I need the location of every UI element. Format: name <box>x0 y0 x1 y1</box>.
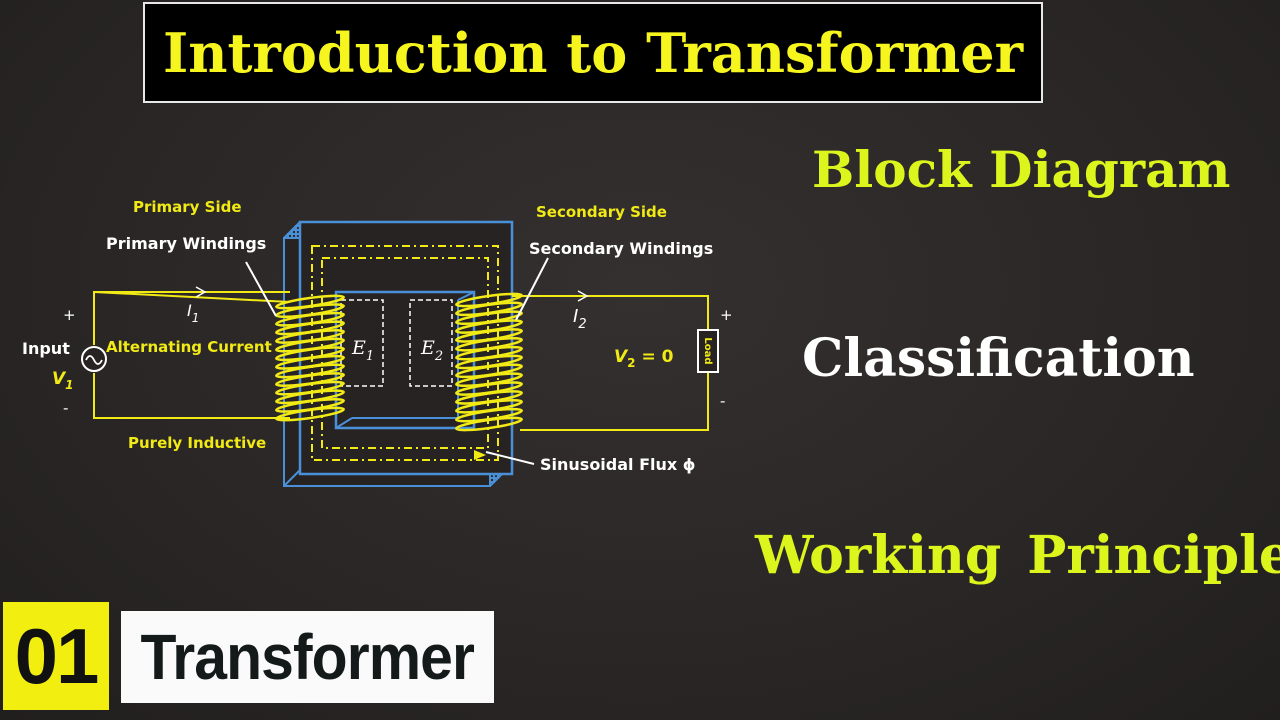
secondary-windings-pointer <box>515 257 549 321</box>
primary-minus-label: - <box>63 399 68 417</box>
topic-block-diagram: Block Diagram <box>812 140 1231 199</box>
sinusoidal-flux-label: Sinusoidal Flux ϕ <box>540 455 696 474</box>
e2-label: E2 <box>420 337 443 364</box>
e1-label: E1 <box>351 337 374 364</box>
episode-number: 01 <box>14 611 100 700</box>
input-label: Input <box>22 339 70 358</box>
primary-windings-label: Primary Windings <box>106 234 266 253</box>
load-label: Load <box>702 337 713 364</box>
secondary-windings-label: Secondary Windings <box>529 239 713 258</box>
episode-name: Transformer <box>140 621 475 693</box>
flux-pointer <box>485 451 535 465</box>
secondary-winding <box>455 292 523 432</box>
sine-wave-icon <box>85 355 103 365</box>
primary-windings-pointer <box>245 261 277 317</box>
e2-box <box>409 299 453 387</box>
v1-label: V1 <box>52 369 74 392</box>
i1-arrow <box>195 286 207 298</box>
i1-label: I1 <box>187 301 199 325</box>
secondary-coil-turn <box>455 416 523 432</box>
i2-label: I2 <box>573 306 587 332</box>
flux-path <box>311 245 499 461</box>
topic-working-principle: Working Principle <box>755 525 1280 586</box>
episode-number-badge: 01 <box>3 602 109 710</box>
episode-name-badge: Transformer <box>121 611 494 703</box>
transformer-core <box>283 220 514 487</box>
title-banner: Introduction to Transformer <box>143 2 1043 103</box>
v2-label: V2 = 0 <box>614 347 674 370</box>
i2-arrow <box>577 290 589 302</box>
secondary-minus-label: - <box>720 392 725 410</box>
page-title: Introduction to Transformer <box>162 20 1024 85</box>
primary-plus-label: + <box>63 306 76 324</box>
secondary-plus-label: + <box>720 306 733 324</box>
secondary-circuit <box>512 295 709 431</box>
purely-inductive-label: Purely Inductive <box>128 434 266 452</box>
alternating-current-label: Alternating Current <box>106 338 272 356</box>
primary-circuit <box>93 290 291 419</box>
primary-side-label: Primary Side <box>133 198 242 216</box>
load-resistor <box>697 329 719 373</box>
secondary-side-label: Secondary Side <box>536 203 667 221</box>
topic-classification: Classification <box>802 328 1195 389</box>
flux-arrow <box>474 450 486 460</box>
